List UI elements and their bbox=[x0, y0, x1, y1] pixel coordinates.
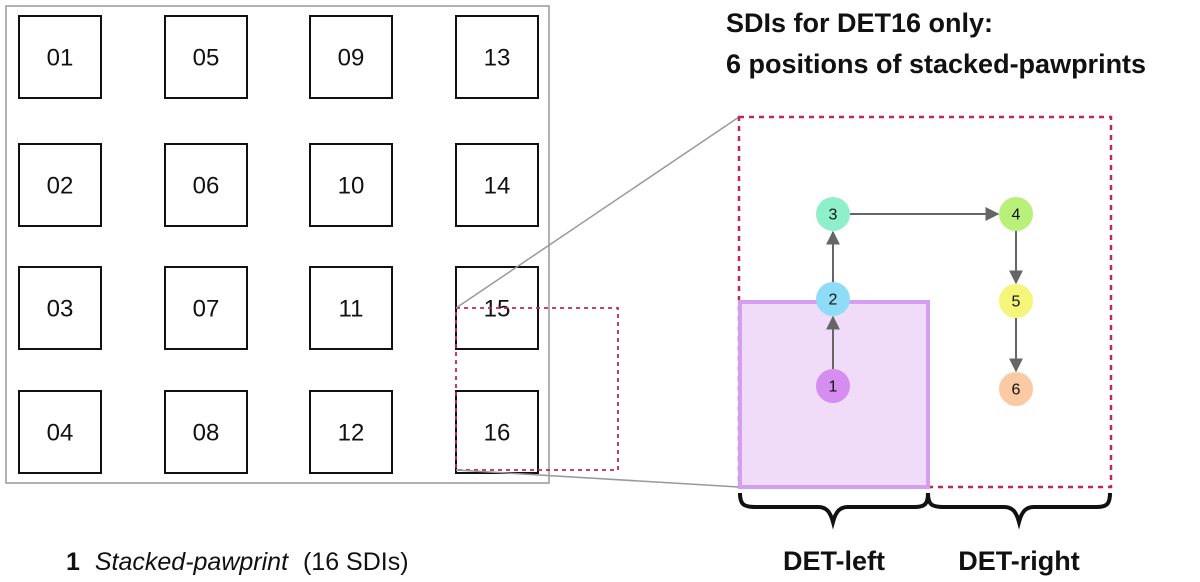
position-node bbox=[999, 284, 1033, 318]
detector-label: 05 bbox=[193, 45, 220, 72]
position-nodes: 1 2 3 4 5 6 bbox=[816, 197, 1033, 406]
detector-label: 12 bbox=[338, 420, 365, 447]
detector-box bbox=[309, 390, 393, 474]
position-label: 1 bbox=[829, 379, 838, 396]
detector-box bbox=[455, 15, 539, 99]
detector-label: 08 bbox=[193, 420, 220, 447]
position-node bbox=[816, 369, 850, 403]
caption-count: 1 bbox=[66, 548, 80, 576]
position-node bbox=[999, 372, 1033, 406]
detector-label: 13 bbox=[484, 45, 511, 72]
detector-label: 10 bbox=[338, 173, 365, 200]
detector-label: 06 bbox=[193, 173, 220, 200]
position-node bbox=[816, 197, 850, 231]
stacked-pawprint-frame bbox=[5, 5, 550, 484]
det-left-label: DET-left bbox=[783, 546, 885, 576]
det-right-brace bbox=[926, 492, 1112, 530]
caption-name: Stacked-pawprint bbox=[95, 548, 289, 576]
position-arrows bbox=[826, 207, 1023, 373]
detector-box bbox=[309, 143, 393, 227]
detector-box bbox=[309, 15, 393, 99]
detector-box bbox=[309, 266, 393, 350]
detector-label: 15 bbox=[484, 296, 511, 323]
caption-detail: (16 SDIs) bbox=[303, 548, 409, 576]
detector-box bbox=[164, 266, 248, 350]
detector-label: 03 bbox=[47, 296, 74, 323]
detector-label: 04 bbox=[47, 420, 74, 447]
position-label: 6 bbox=[1012, 382, 1021, 399]
detector-box bbox=[164, 143, 248, 227]
detector-box bbox=[18, 15, 102, 99]
detector-grid: 01 05 09 13 02 06 10 14 03 07 11 15 04 08 12 16 bbox=[18, 15, 539, 474]
detector-box bbox=[455, 143, 539, 227]
pawprint-caption: 1 Stacked-pawprint (16 SDIs) bbox=[66, 548, 409, 576]
detector-box bbox=[18, 143, 102, 227]
detector-box bbox=[18, 266, 102, 350]
title-line-2: 6 positions of stacked-pawprints bbox=[726, 49, 1146, 79]
detector-box bbox=[18, 390, 102, 474]
detector-label: 01 bbox=[47, 45, 74, 72]
detector-box bbox=[164, 390, 248, 474]
position-node bbox=[816, 282, 850, 316]
title-line-1: SDIs for DET16 only: bbox=[726, 8, 993, 38]
position-label: 5 bbox=[1012, 294, 1021, 311]
zoom-line-top bbox=[455, 116, 740, 309]
detector-label: 14 bbox=[484, 173, 511, 200]
det-left-brace bbox=[738, 492, 930, 530]
detector-label: 07 bbox=[193, 296, 220, 323]
detector-label: 09 bbox=[338, 45, 365, 72]
detector-box bbox=[164, 15, 248, 99]
position-label: 3 bbox=[829, 207, 838, 224]
position-node bbox=[999, 197, 1033, 231]
position-label: 2 bbox=[829, 292, 838, 309]
detector-label: 16 bbox=[484, 420, 511, 447]
zoom-line-bottom bbox=[455, 469, 740, 488]
detector-label: 11 bbox=[339, 296, 364, 323]
zoom-source-box bbox=[455, 307, 619, 471]
det-right-label: DET-right bbox=[958, 546, 1080, 576]
position-label: 4 bbox=[1012, 207, 1021, 224]
detector-label: 02 bbox=[47, 173, 74, 200]
